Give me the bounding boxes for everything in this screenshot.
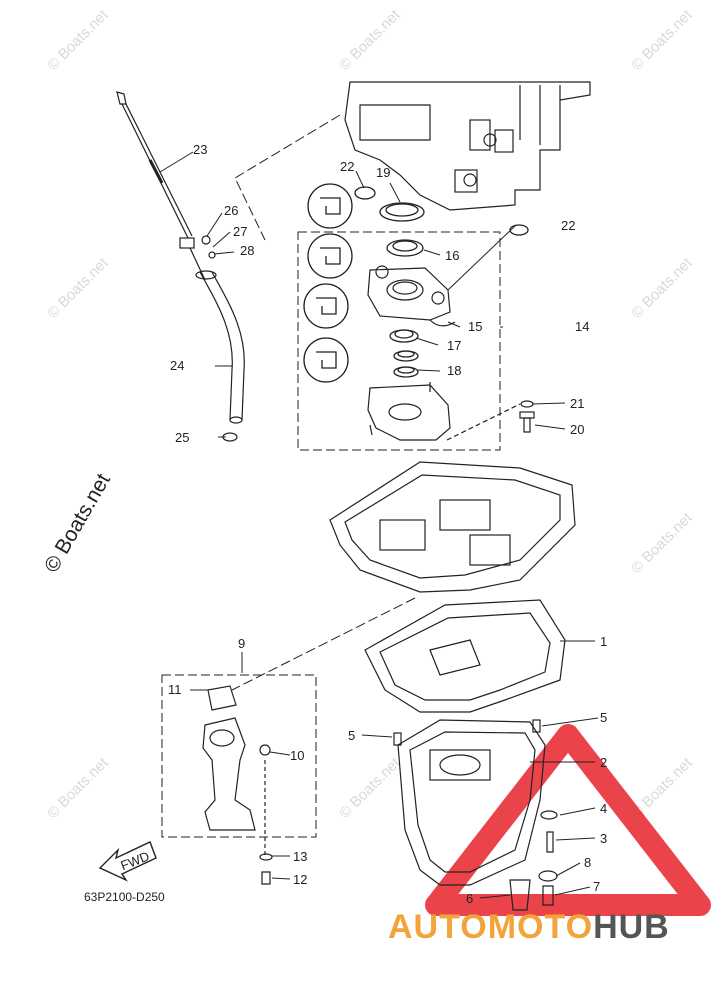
callout-label: 26 — [224, 203, 238, 218]
assembly-group-box — [161, 674, 317, 838]
diagram-code: 63P2100-D250 — [84, 890, 165, 904]
callout-label: 15 — [468, 319, 482, 334]
callout-label: 5 — [600, 710, 607, 725]
callout-label: 28 — [240, 243, 254, 258]
oil-pump-cover-part — [367, 382, 451, 441]
brand-part1: AUTOMOTO — [388, 908, 594, 946]
callout-label: 5 — [348, 728, 355, 743]
callout-label: 10 — [290, 748, 304, 763]
brand-logo: AUTOMOTOHUB — [388, 908, 670, 947]
callout-label: 14 — [575, 319, 589, 334]
callout-label: 8 — [584, 855, 591, 870]
engine-block-part — [344, 81, 591, 211]
callout-label: 17 — [447, 338, 461, 353]
callout-label: 9 — [238, 636, 245, 651]
callout-label: 4 — [600, 801, 607, 816]
oil-strainer-part — [202, 685, 273, 885]
seal-part — [354, 186, 529, 257]
dipstick-part — [116, 91, 206, 281]
dowel-pin-part — [393, 719, 541, 746]
oil-pump-housing-part — [367, 265, 456, 327]
callout-label: 12 — [293, 872, 307, 887]
oil-pan-upper-part — [329, 461, 576, 593]
assembly-group-box — [297, 231, 501, 451]
callout-label: 11 — [168, 682, 182, 697]
callout-label: 7 — [593, 879, 600, 894]
callout-label: 3 — [600, 831, 607, 846]
callout-label: 6 — [466, 891, 473, 906]
callout-label: 27 — [233, 224, 247, 239]
bolt-part — [446, 400, 535, 441]
callout-label: 16 — [445, 248, 459, 263]
callout-label: 25 — [175, 430, 189, 445]
brand-triangle-logo — [425, 724, 711, 916]
callout-label: 18 — [447, 363, 461, 378]
brand-part2: HUB — [593, 908, 670, 946]
callout-label: 13 — [293, 849, 307, 864]
fwd-label: FWD — [118, 848, 151, 873]
callout-label: 20 — [570, 422, 584, 437]
callout-label: 21 — [570, 396, 584, 411]
callout-label: 1 — [600, 634, 607, 649]
oil-seal-part — [389, 329, 419, 378]
dipstick-guide-part — [195, 235, 245, 442]
callout-label: 22 — [340, 159, 354, 174]
gasket-part — [364, 599, 566, 713]
callout-label: 24 — [170, 358, 184, 373]
callout-label: 22 — [561, 218, 575, 233]
forward-arrow-icon: FWD — [98, 841, 157, 882]
callout-label: 23 — [193, 142, 207, 157]
callout-label: 2 — [600, 755, 607, 770]
callout-label: 19 — [376, 165, 390, 180]
seal-icon — [303, 183, 353, 383]
oil-pan-lower-part — [397, 719, 546, 886]
